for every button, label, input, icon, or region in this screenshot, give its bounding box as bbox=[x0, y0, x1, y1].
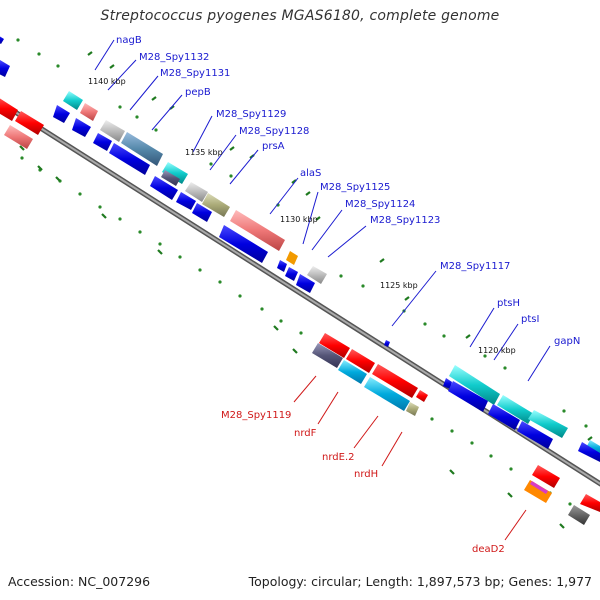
gene-label-m28-spy1119: M28_Spy1119 bbox=[221, 410, 291, 421]
gene-box bbox=[338, 360, 367, 384]
cds-arrow bbox=[488, 404, 520, 430]
cds-arrow bbox=[285, 267, 298, 281]
gene-label-alas: alaS bbox=[300, 168, 321, 179]
cog-features-top[interactable] bbox=[63, 91, 600, 456]
gene-label-m28-spy1124: M28_Spy1124 bbox=[345, 199, 415, 210]
gene-box bbox=[4, 125, 33, 149]
gc-skew-ticks bbox=[19, 51, 593, 529]
cds-reverse-strand[interactable] bbox=[0, 96, 600, 512]
cds-arrow bbox=[0, 60, 10, 77]
cds-arrow bbox=[72, 118, 91, 137]
gene-box bbox=[161, 170, 180, 186]
cds-arrow bbox=[0, 98, 18, 121]
cds-arrow bbox=[580, 494, 600, 512]
cds-arrow bbox=[277, 260, 287, 272]
gene-box bbox=[568, 505, 590, 525]
accession-text: Accession: NC_007296 bbox=[8, 574, 151, 589]
gene-label-m28-spy1131: M28_Spy1131 bbox=[160, 68, 230, 79]
gene-box bbox=[121, 132, 163, 166]
gene-box bbox=[162, 162, 188, 184]
cds-arrow bbox=[448, 381, 488, 412]
kbp-scale: 1140 kbp 1135 kbp 1130 kbp 1125 kbp 1120… bbox=[88, 77, 516, 355]
gene-box bbox=[406, 402, 419, 416]
cds-arrow bbox=[532, 465, 560, 488]
kbp-label: 1120 kbp bbox=[478, 346, 516, 355]
gene-label-m28-spy1132: M28_Spy1132 bbox=[139, 52, 209, 63]
kbp-label: 1140 kbp bbox=[88, 77, 126, 86]
cds-forward-strand[interactable] bbox=[0, 34, 600, 462]
gene-box bbox=[449, 365, 500, 405]
gene-label-dead2: deaD2 bbox=[472, 544, 505, 555]
gene-box bbox=[312, 343, 343, 368]
gene-label-m28-spy1117: M28_Spy1117 bbox=[440, 261, 510, 272]
gene-box bbox=[202, 193, 230, 217]
gene-label-prsa: prsA bbox=[262, 141, 285, 152]
cds-arrow bbox=[109, 143, 150, 175]
kbp-label: 1125 kbp bbox=[380, 281, 418, 290]
gene-labels-bottom[interactable]: M28_Spy1119 nrdF nrdE.2 nrdH deaD2 bbox=[221, 410, 505, 555]
cds-arrow bbox=[150, 176, 178, 200]
cds-arrow bbox=[192, 203, 212, 222]
cds-arrow bbox=[372, 364, 418, 398]
cds-arrow bbox=[93, 133, 112, 151]
cds-arrow bbox=[517, 421, 553, 449]
gene-label-m28-spy1123: M28_Spy1123 bbox=[370, 215, 440, 226]
gene-box bbox=[528, 410, 568, 438]
gene-box bbox=[364, 377, 410, 411]
label-leaders-bottom bbox=[293, 375, 527, 541]
gene-box bbox=[524, 480, 552, 503]
label-leaders-top bbox=[94, 39, 551, 382]
kbp-label: 1135 kbp bbox=[185, 148, 223, 157]
cds-arrow bbox=[319, 333, 350, 358]
gene-box bbox=[80, 103, 98, 121]
cds-arrow bbox=[219, 225, 268, 263]
gene-label-gapn: gapN bbox=[554, 336, 580, 347]
topology-text: Topology: circular; Length: 1,897,573 bp… bbox=[248, 574, 592, 589]
gene-label-nrde2: nrdE.2 bbox=[322, 452, 354, 463]
kbp-label: 1130 kbp bbox=[280, 215, 318, 224]
gene-label-m28-spy1128: M28_Spy1128 bbox=[239, 126, 309, 137]
cds-arrow bbox=[0, 36, 4, 44]
gene-label-ptsh: ptsH bbox=[497, 298, 520, 309]
cds-arrow bbox=[53, 105, 70, 123]
gene-label-ptsi: ptsI bbox=[521, 314, 539, 325]
gene-box bbox=[530, 481, 548, 494]
cds-arrow bbox=[296, 274, 315, 293]
cds-arrow bbox=[443, 378, 452, 389]
map-title: Streptococcus pyogenes MGAS6180, complet… bbox=[100, 8, 500, 24]
cog-features-bottom[interactable] bbox=[4, 125, 590, 525]
gene-label-nrdf: nrdF bbox=[294, 428, 317, 439]
cds-arrow bbox=[384, 340, 390, 347]
gene-label-m28-spy1125: M28_Spy1125 bbox=[320, 182, 390, 193]
gene-label-nagb: nagB bbox=[116, 35, 142, 46]
gene-label-m28-spy1129: M28_Spy1129 bbox=[216, 109, 286, 120]
gene-label-pepb: pepB bbox=[185, 87, 211, 98]
gene-box bbox=[286, 251, 298, 265]
cds-arrow bbox=[15, 111, 44, 135]
cds-arrow bbox=[346, 349, 375, 373]
gene-labels-top[interactable]: nagB M28_Spy1132 M28_Spy1131 pepB M28_Sp… bbox=[116, 35, 580, 347]
gene-box bbox=[307, 266, 327, 284]
gene-box bbox=[497, 395, 534, 424]
gene-label-nrdh: nrdH bbox=[354, 469, 378, 480]
cds-arrow bbox=[416, 390, 428, 402]
cds-arrow bbox=[578, 442, 600, 462]
gene-box bbox=[230, 210, 285, 251]
gene-box bbox=[185, 182, 208, 202]
gene-box bbox=[100, 120, 125, 142]
cds-arrow bbox=[176, 192, 196, 210]
gene-box bbox=[63, 91, 83, 110]
